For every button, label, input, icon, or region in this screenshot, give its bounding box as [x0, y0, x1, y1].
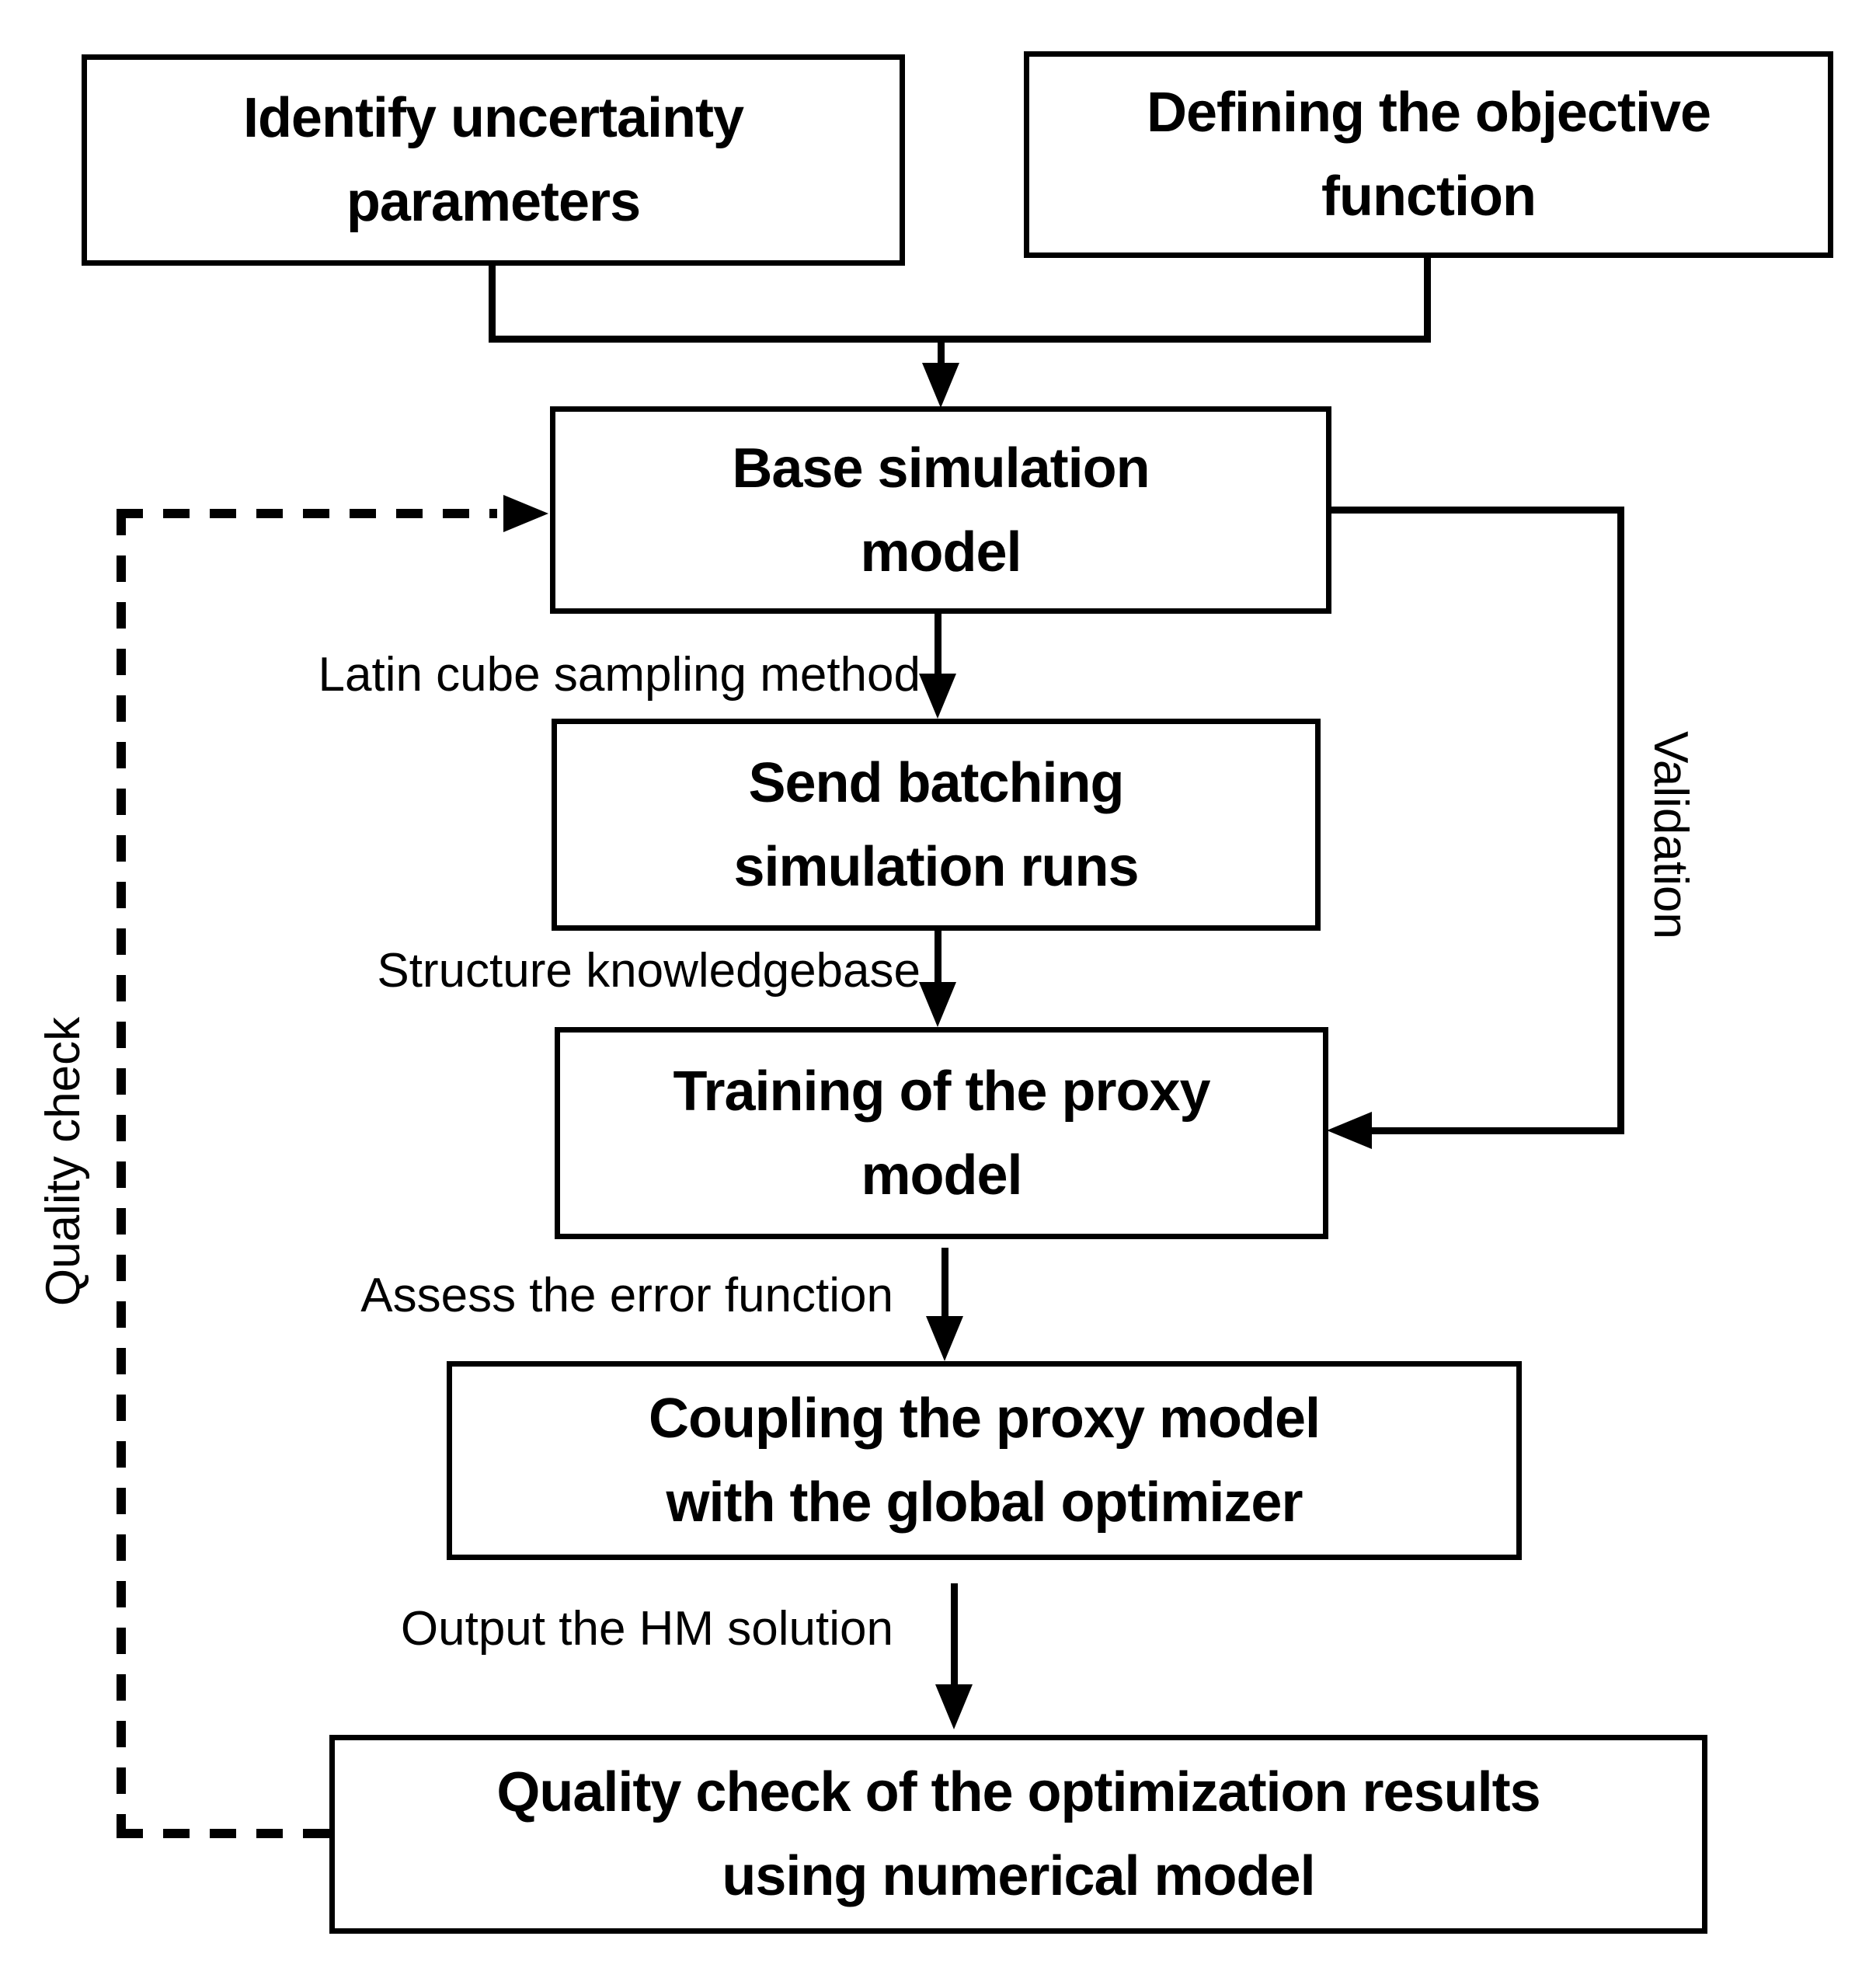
edge-quality-feedback-bottom-dashed-line — [117, 1829, 329, 1838]
edge-defining-drop-line — [1424, 256, 1431, 342]
arrowhead-into-coupling-optimizer — [926, 1316, 963, 1361]
edge-label-output-hm-solution: Output the HM solution — [400, 1602, 893, 1656]
arrowhead-into-send-batching — [919, 674, 956, 719]
edge-label-validation: Validation — [1644, 731, 1697, 939]
arrowhead-into-quality-check — [935, 1684, 973, 1729]
edge-validation-bottom-line — [1370, 1127, 1624, 1134]
edge-training-to-coupling-line — [941, 1248, 948, 1319]
node-send-batching-simulation-runs: Send batching simulation runs — [552, 719, 1321, 931]
node-quality-check-optimization-results: Quality check of the optimization result… — [329, 1735, 1707, 1934]
edge-merge-to-base-line — [938, 340, 945, 371]
arrowhead-into-training-from-validation — [1327, 1112, 1372, 1149]
edge-send-to-training-line — [935, 929, 941, 988]
edge-label-structure-knowledgebase: Structure knowledgebase — [377, 944, 921, 998]
arrowhead-into-training-proxy — [919, 982, 956, 1027]
edge-quality-feedback-top-dashed-line — [117, 509, 497, 518]
edge-validation-vertical-line — [1617, 507, 1624, 1134]
edge-validation-top-line — [1330, 507, 1624, 514]
edge-merge-horizontal-line — [489, 336, 1431, 343]
edge-coupling-to-quality-line — [951, 1583, 958, 1686]
arrowhead-into-base-from-quality-feedback — [503, 495, 548, 532]
node-defining-objective-function: Defining the objective function — [1024, 51, 1833, 258]
node-identify-uncertainty-parameters: Identify uncertainty parameters — [82, 54, 905, 266]
edge-identify-drop-line — [489, 264, 496, 342]
node-training-proxy-model: Training of the proxy model — [555, 1027, 1328, 1239]
node-base-simulation-model: Base simulation model — [550, 406, 1331, 614]
edge-base-to-send-line — [935, 612, 941, 678]
arrowhead-into-base-simulation — [922, 363, 959, 408]
edge-label-latin-cube-sampling: Latin cube sampling method — [318, 648, 921, 702]
edge-quality-feedback-vertical-dashed-line — [117, 509, 126, 1838]
node-coupling-proxy-global-optimizer: Coupling the proxy model with the global… — [447, 1361, 1522, 1560]
edge-label-quality-check: Quality check — [37, 1016, 90, 1307]
edge-label-assess-error-function: Assess the error function — [360, 1269, 893, 1322]
